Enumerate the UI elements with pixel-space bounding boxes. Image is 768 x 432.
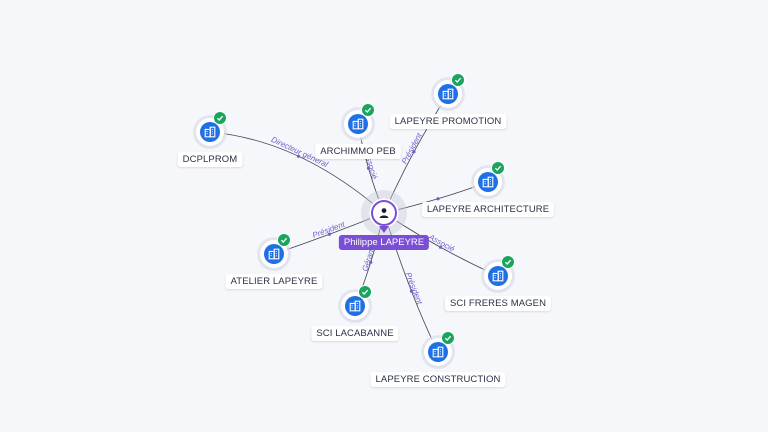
company-badge[interactable] [474,161,505,196]
edge-arrow-construction [409,289,414,293]
company-badge[interactable] [260,233,291,268]
edge-arrow-lacabanne [369,260,373,264]
company-name-label[interactable]: DCPLPROM [177,152,243,167]
company-name-label[interactable]: LAPEYRE CONSTRUCTION [370,372,506,387]
edge-arrow-archimmo [366,166,371,170]
check-icon [361,103,375,117]
building-icon [345,296,365,316]
edge-label-freres: Associé [426,232,456,254]
check-icon [451,73,465,87]
building-icon [264,244,284,264]
person-icon [379,208,389,218]
building-icon [428,342,448,362]
company-name-label[interactable]: SCI LACABANNE [311,326,399,341]
building-icon [438,84,458,104]
building-icon [200,122,220,142]
edge-arrow-architecture [436,197,440,201]
edge-arrow-freres [438,245,443,249]
edge-label-promotion: Président [400,131,424,166]
company-name-label[interactable]: ARCHIMMO PEB [315,144,401,159]
company-badge[interactable] [341,285,372,320]
check-icon [491,161,505,175]
company-badge[interactable] [344,103,375,138]
edge-arrow-dcplprom [296,154,301,158]
person-name-label[interactable]: Philippe LAPEYRE [338,235,430,250]
company-badge[interactable] [196,111,227,146]
edge-label-construction: Président [404,271,425,306]
company-badge[interactable] [484,255,515,290]
company-badge[interactable] [424,331,455,366]
edge-arrow-promotion [412,150,416,154]
edge-arrow-atelier [327,232,332,236]
check-icon [501,255,515,269]
building-icon [478,172,498,192]
company-name-label[interactable]: LAPEYRE ARCHITECTURE [421,202,555,217]
pin-tail [379,226,389,233]
company-badge[interactable] [434,73,465,108]
check-icon [213,111,227,125]
company-name-label[interactable]: ATELIER LAPEYRE [225,274,323,289]
company-name-label[interactable]: SCI FRERES MAGEN [444,296,552,311]
building-icon [348,114,368,134]
building-icon [488,266,508,286]
check-icon [277,233,291,247]
check-icon [441,331,455,345]
check-icon [358,285,372,299]
person-pin[interactable] [369,198,399,228]
company-name-label[interactable]: LAPEYRE PROMOTION [389,114,507,129]
